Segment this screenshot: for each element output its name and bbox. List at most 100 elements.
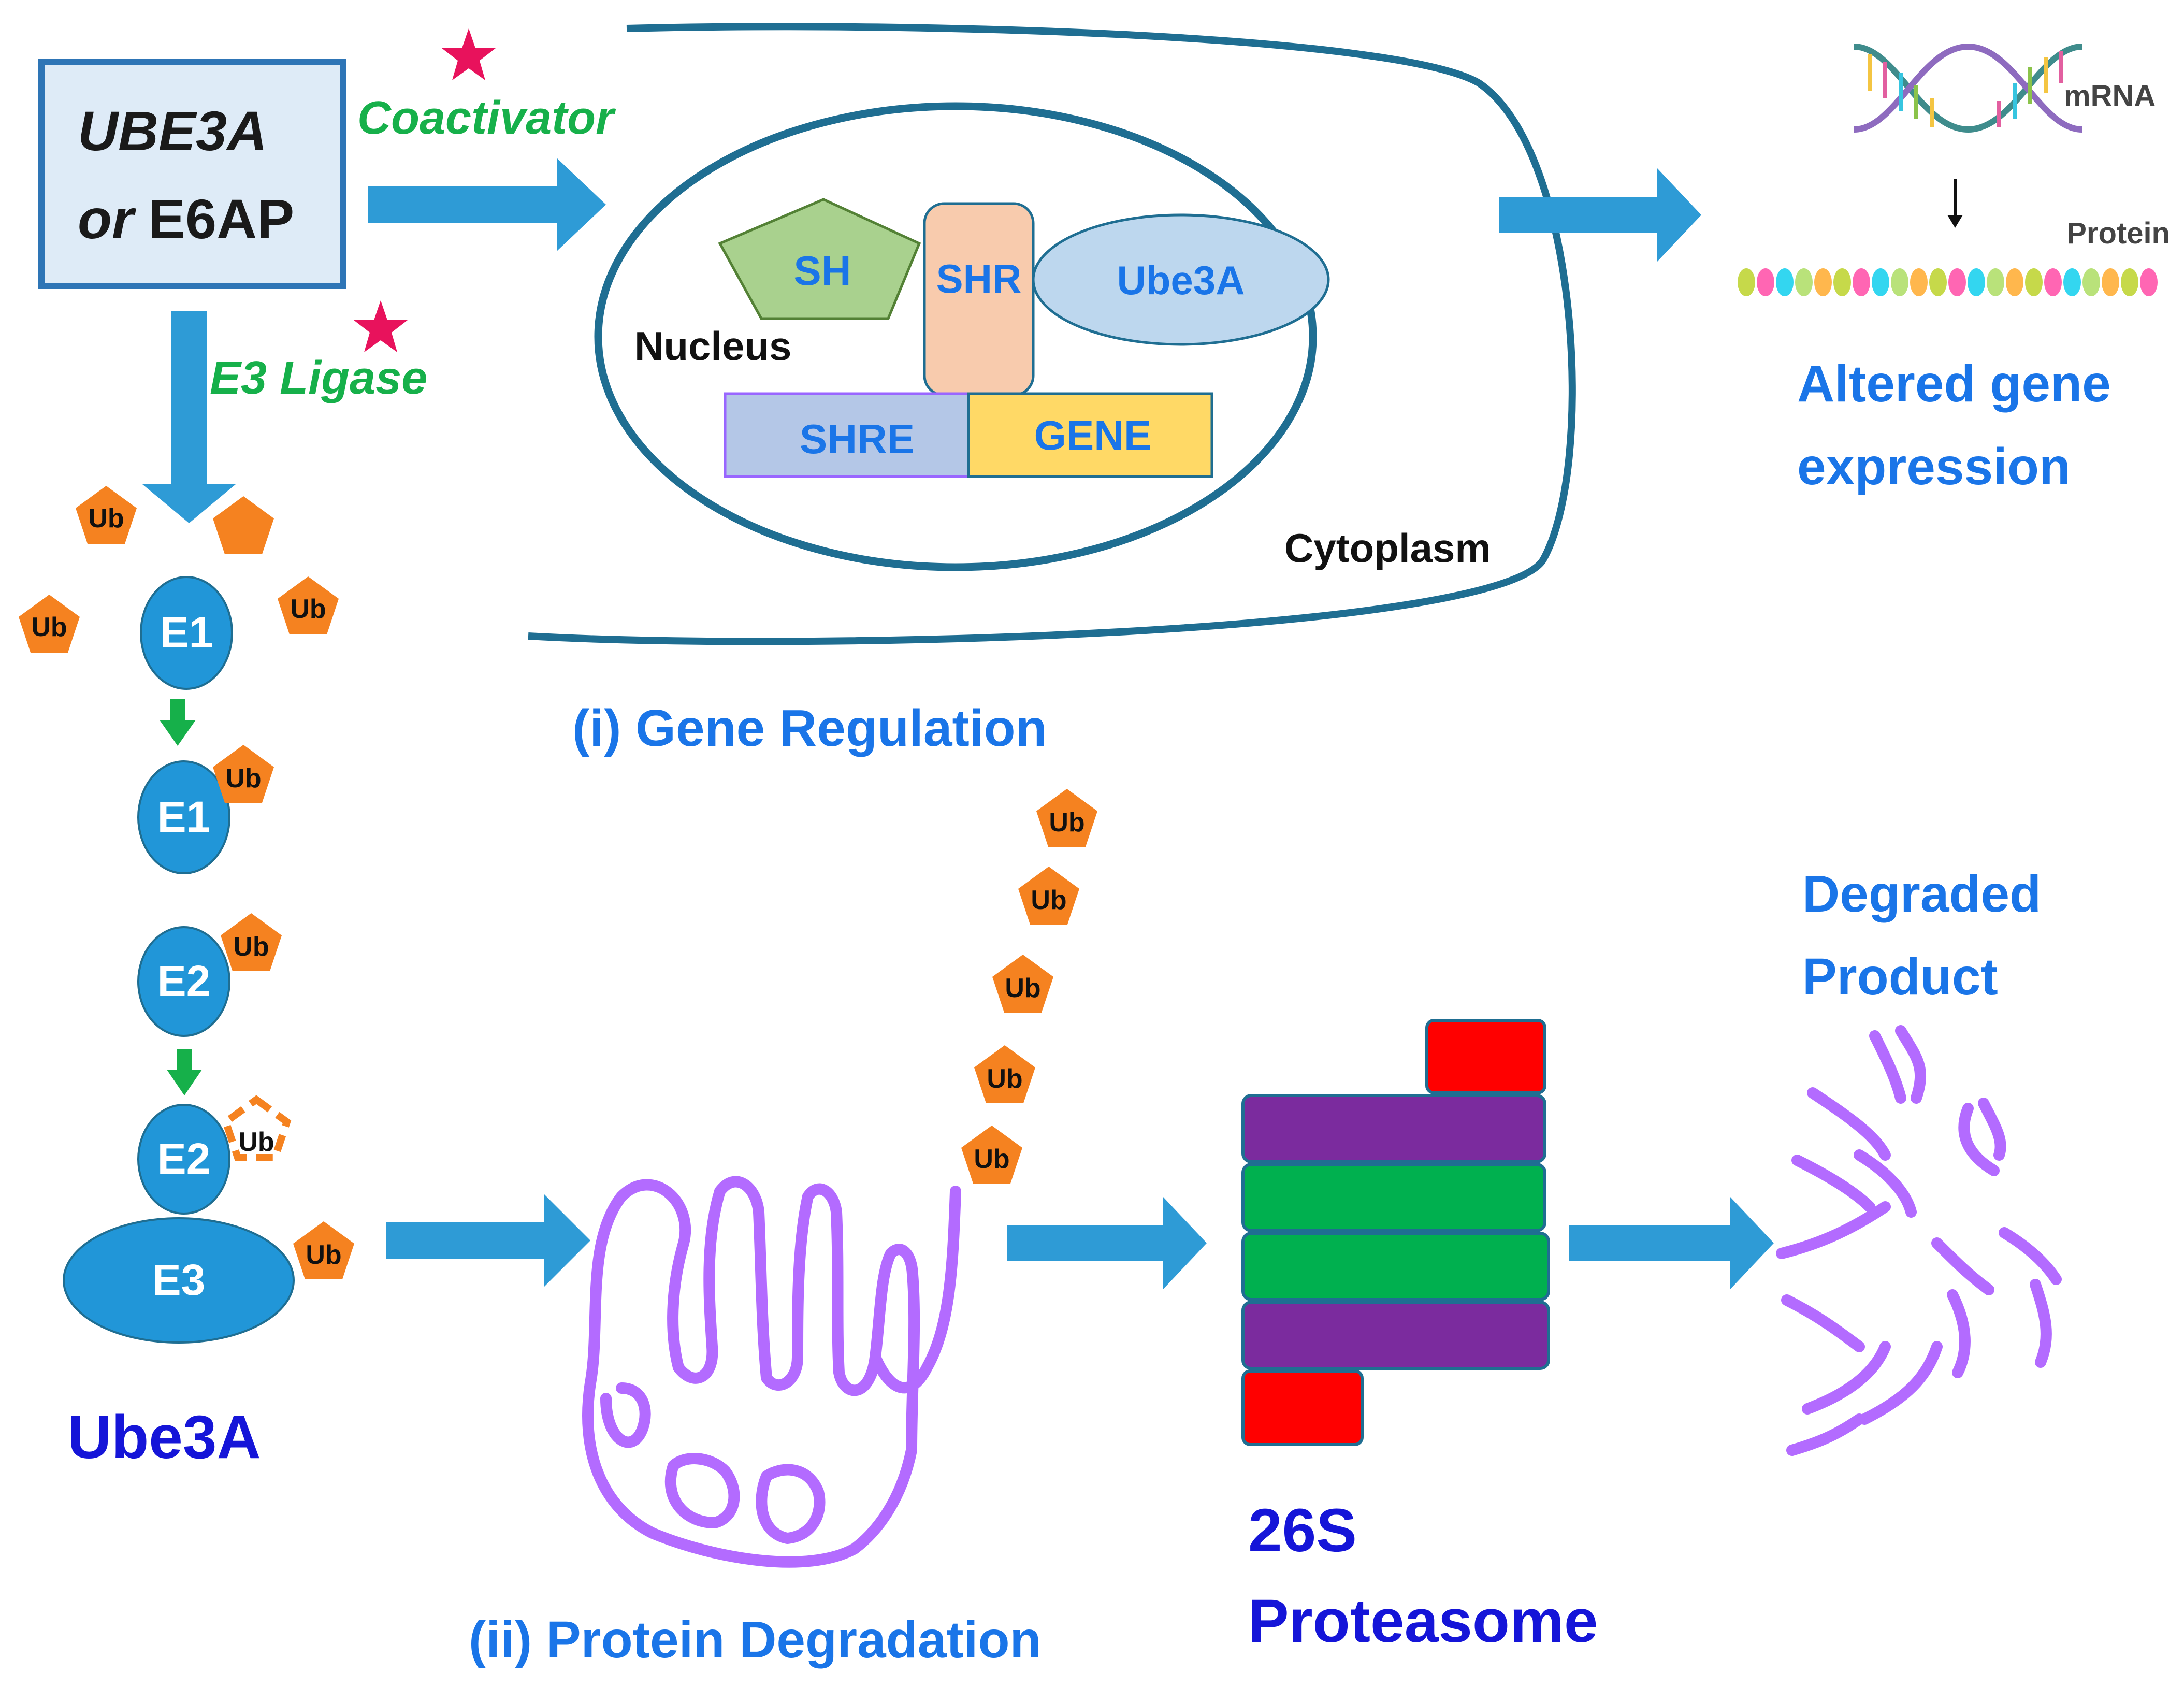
chain-ub-1: Ub (1036, 789, 1097, 847)
protein-bead (2121, 268, 2138, 296)
svg-text:Ub: Ub (238, 1127, 274, 1157)
green-arrow-2 (167, 1049, 202, 1095)
outcome-line2: expression (1797, 438, 2071, 496)
protein-label: Protein (2066, 217, 2170, 250)
arrow-down-to-cascade (142, 311, 236, 523)
protein-bead (1795, 268, 1813, 296)
ube3a-cascade-label: Ube3A (67, 1403, 261, 1471)
protein-bead (1853, 268, 1870, 296)
arrow-to-nucleus (368, 158, 606, 251)
protein-bead (2006, 268, 2023, 296)
shr-label: SHR (936, 256, 1022, 301)
shre-element (724, 392, 970, 478)
svg-text:Ub: Ub (290, 594, 326, 624)
product-label-line2: Product (1802, 948, 1998, 1006)
protein-bead (1987, 268, 2004, 296)
peptide-fragments (1776, 1025, 2062, 1456)
protein-bead (2044, 268, 2062, 296)
translation-arrow-head (1947, 215, 1963, 228)
svg-text:Ub: Ub (1005, 973, 1040, 1003)
arrow-to-substrate (386, 1194, 590, 1287)
protein-bead (1776, 268, 1794, 296)
svg-text:Ub: Ub (1031, 885, 1066, 915)
protein-bead (1968, 268, 1985, 296)
arrow-to-proteasome (1007, 1196, 1207, 1290)
cytoplasm-label: Cytoplasm (1284, 525, 1491, 571)
proteasome-cap-top (1425, 1019, 1546, 1094)
protein-bead (2082, 268, 2100, 296)
protein-bead (1872, 268, 1889, 296)
coactivator-label: Coactivator (357, 92, 616, 144)
arrow-to-products (1569, 1196, 1774, 1290)
e2-ub-complex: E2 Ub (137, 913, 282, 1037)
mrna-label: mRNA (2064, 79, 2156, 113)
e1-enzyme: E1 (140, 576, 233, 690)
e3-ligase-star-icon (354, 300, 408, 352)
proteasome-alpha-ring-top (1241, 1094, 1546, 1163)
e3-ligase-label: E3 Ligase (210, 352, 427, 404)
svg-text:E3: E3 (152, 1256, 206, 1304)
protein-bead (2063, 268, 2081, 296)
svg-text:Ub: Ub (987, 1064, 1022, 1094)
protein-bead (1757, 268, 1774, 296)
protein-bead (2025, 268, 2043, 296)
polyubiquitin-chain: Ub Ub Ub Ub Ub (961, 789, 1097, 1184)
proteasome-cap-bottom (1241, 1369, 1364, 1446)
proteasome-label-line2: Proteasome (1248, 1587, 1598, 1655)
svg-text:E2: E2 (157, 1134, 211, 1183)
gene-element (967, 392, 1213, 478)
protein-bead (1814, 268, 1832, 296)
protein-bead (1738, 268, 1755, 296)
chain-ub-5: Ub (961, 1126, 1022, 1184)
protein-bead (1948, 268, 1966, 296)
ub-molecule-1: Ub (76, 486, 137, 544)
mrna-helix-icon (1854, 43, 2082, 133)
svg-text:Ub: Ub (31, 612, 67, 642)
e2-ub-transfer: E2 Ub (137, 1100, 287, 1215)
svg-text:E2: E2 (157, 957, 211, 1005)
protein-bead (1910, 268, 1928, 296)
protein-bead (2102, 268, 2119, 296)
gene-regulation-caption: (i) Gene Regulation (572, 699, 1047, 757)
proteasome-label-line1: 26S (1248, 1496, 1357, 1565)
substrate-protein (582, 1176, 961, 1568)
sh-steroid-hormone (718, 198, 921, 320)
svg-text:Ub: Ub (1049, 807, 1084, 838)
proteasome-alpha-ring-bottom (1241, 1301, 1550, 1370)
proteasome-beta-ring-top (1241, 1163, 1546, 1232)
protein-bead (2140, 268, 2158, 296)
ube3a-gene-name: UBE3A (78, 99, 267, 162)
ub-molecule-2: Ub (19, 595, 80, 653)
unlabeled-pentagon (213, 496, 274, 554)
outcome-line1: Altered gene (1797, 355, 2111, 413)
cytoplasm-membrane (528, 23, 1576, 645)
ube3a-box-frame (38, 59, 346, 289)
svg-text:Ub: Ub (233, 932, 269, 962)
product-label-line1: Degraded (1802, 865, 2041, 923)
proteasome-beta-ring-bottom (1241, 1232, 1550, 1301)
chain-ub-2: Ub (1018, 867, 1079, 925)
protein-bead (1833, 268, 1851, 296)
arrow-to-expression (1499, 168, 1701, 262)
chain-ub-4: Ub (974, 1045, 1035, 1103)
svg-text:Ub: Ub (88, 503, 124, 533)
protein-degradation-caption: (ii) Protein Degradation (469, 1611, 1042, 1669)
protein-bead-chain-icon (1738, 268, 2158, 296)
proteasome-26s (1241, 1019, 1550, 1446)
sh-label: SH (793, 248, 851, 294)
gene-label: GENE (1034, 412, 1152, 458)
e1-ub-complex: E1 Ub (137, 745, 274, 874)
nucleus-label: Nucleus (634, 323, 791, 369)
svg-text:Ub: Ub (306, 1240, 341, 1270)
shre-label: SHRE (800, 416, 915, 462)
chain-ub-3: Ub (992, 955, 1053, 1013)
green-arrow-1 (160, 699, 196, 746)
svg-text:E1: E1 (157, 792, 211, 841)
protein-bead (1891, 268, 1908, 296)
e3-ligase-complex: E3 Ub (63, 1217, 354, 1344)
ub-molecule-3: Ub (278, 576, 339, 634)
